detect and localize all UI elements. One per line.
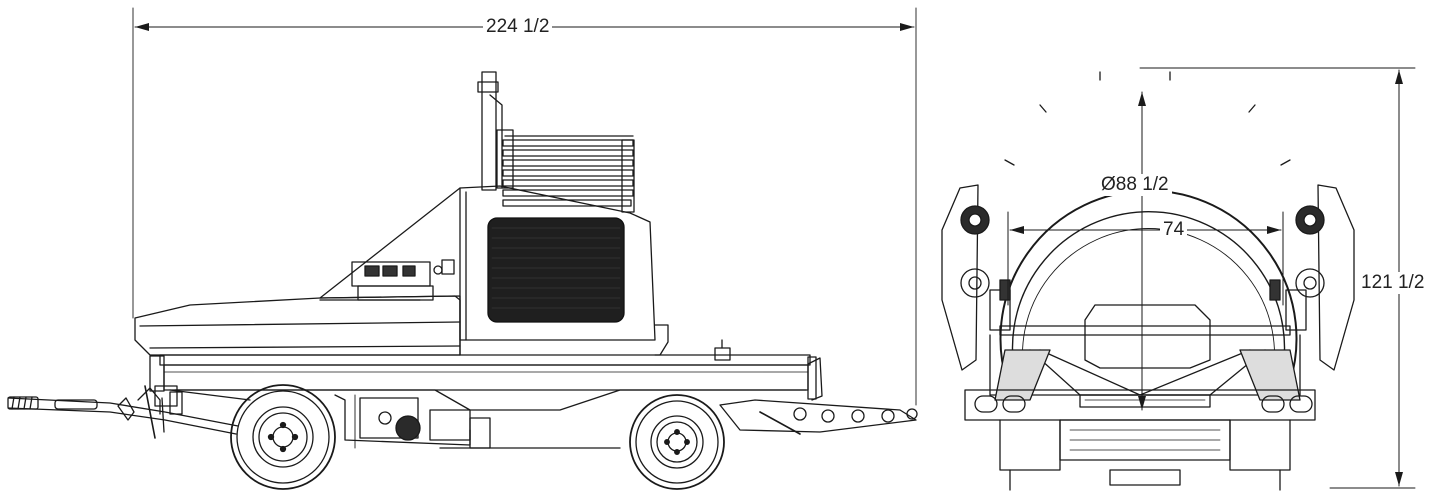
inner-width-label: 74 bbox=[1160, 219, 1188, 241]
rear-ramp bbox=[714, 339, 918, 435]
mast-assembly bbox=[477, 71, 635, 213]
engine-cabinet bbox=[319, 185, 669, 356]
main-deck bbox=[159, 354, 823, 411]
arrowhead-up-icon bbox=[1395, 70, 1403, 84]
cabinet-grille bbox=[491, 227, 621, 309]
arrowhead-down-icon bbox=[1138, 396, 1146, 410]
width-dimension bbox=[1009, 226, 1282, 234]
diameter-dimension bbox=[1138, 91, 1146, 411]
roller-right bbox=[1269, 205, 1325, 331]
arrowhead-left-icon bbox=[135, 23, 149, 31]
arrowhead-up-icon bbox=[1138, 92, 1146, 106]
overall-height-label: 121 1/2 bbox=[1358, 272, 1428, 294]
side-view bbox=[7, 71, 918, 490]
overall-length-label: 224 1/2 bbox=[483, 16, 553, 38]
arrowhead-right-icon bbox=[900, 23, 914, 31]
front-wheel bbox=[230, 384, 336, 490]
roller-left bbox=[960, 205, 1011, 331]
side-guards bbox=[941, 184, 1355, 371]
running-gear bbox=[334, 394, 621, 449]
arrowhead-right-icon bbox=[1267, 226, 1281, 234]
rear-view bbox=[941, 67, 1416, 491]
inner-rails bbox=[1007, 211, 1284, 306]
rear-chassis bbox=[964, 304, 1316, 491]
arrowhead-down-icon bbox=[1395, 472, 1403, 486]
ring-diameter-label: Ø88 1/2 bbox=[1098, 174, 1172, 196]
rear-wheel bbox=[629, 394, 725, 490]
tow-bar bbox=[7, 385, 239, 439]
arrowhead-left-icon bbox=[1010, 226, 1024, 234]
